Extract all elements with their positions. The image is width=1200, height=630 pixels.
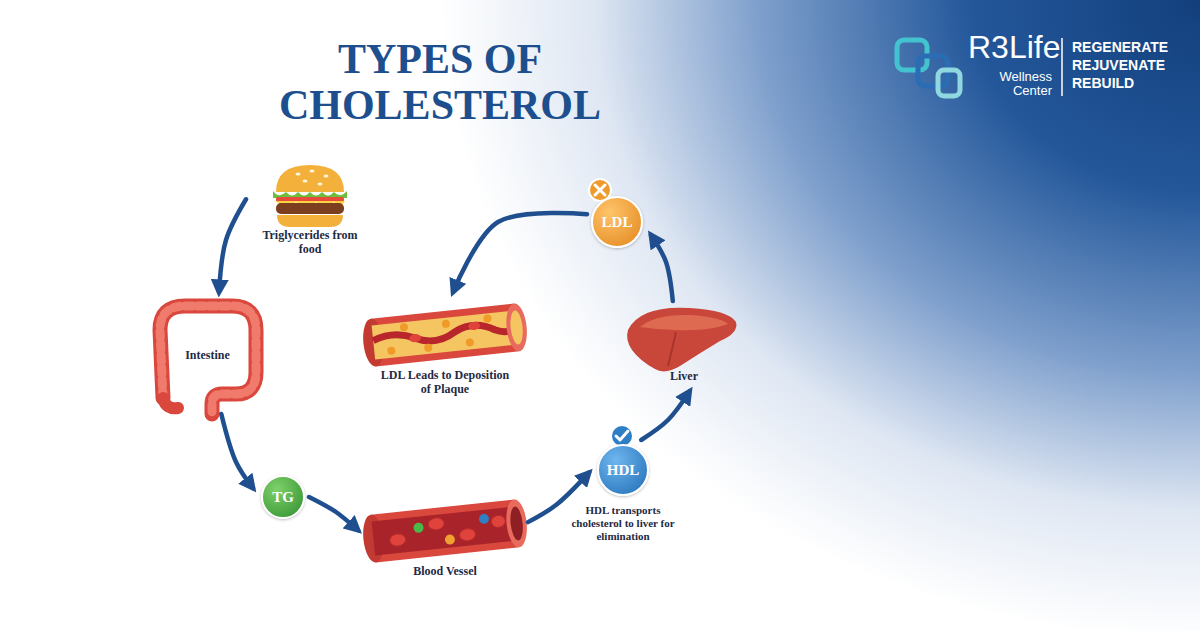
logo-text: R3Life [968, 30, 1058, 65]
flow-arrow [453, 213, 587, 292]
liver-illustration [627, 308, 736, 372]
logo-text: REGENERATE [1072, 40, 1192, 55]
burger-illustration [273, 165, 347, 227]
logo-icon [897, 40, 960, 96]
illustration-node: Triglycerides from food [250, 164, 370, 257]
circle-node: TG [261, 475, 305, 519]
flow-arrow [528, 473, 589, 523]
node-caption: Blood Vessel [380, 564, 510, 578]
node-caption: Intestine [185, 348, 230, 362]
node-caption: HDL transports cholesterol to liver for … [562, 504, 684, 544]
illustration-node: Intestine [150, 300, 265, 410]
circle-label: HDL [597, 444, 649, 496]
circle-label: TG [261, 475, 305, 519]
circle-node: LDL [591, 196, 643, 248]
flow-arrow [219, 199, 246, 292]
illustration-node: LDL Leads to Deposition of Plaque [364, 300, 526, 397]
flow-arrow [221, 414, 253, 488]
logo-text: Wellness Center [966, 70, 1052, 99]
illustration-node: Liver [628, 305, 740, 383]
title-text: TYPES OF CHOLESTEROL [250, 36, 630, 128]
logo-text: REJUVENATE [1072, 58, 1192, 73]
node-caption: Triglycerides from food [258, 228, 362, 257]
node-caption: LDL Leads to Deposition of Plaque [379, 368, 511, 397]
logo-text: REBUILD [1072, 76, 1192, 91]
flow-arrow [309, 497, 358, 530]
plaque-vessel-illustration [361, 303, 529, 368]
logo-divider [1061, 38, 1063, 96]
flow-arrow [651, 235, 673, 301]
illustration-node: Blood Vessel [366, 498, 524, 578]
circle-node: HDL HDL transports cholesterol to liver f… [562, 444, 684, 544]
circle-label: LDL [591, 196, 643, 248]
intestine-illustration [160, 306, 256, 414]
node-caption: Liver [634, 369, 734, 383]
blood-vessel-illustration [361, 499, 529, 564]
flow-arrow [641, 391, 689, 440]
